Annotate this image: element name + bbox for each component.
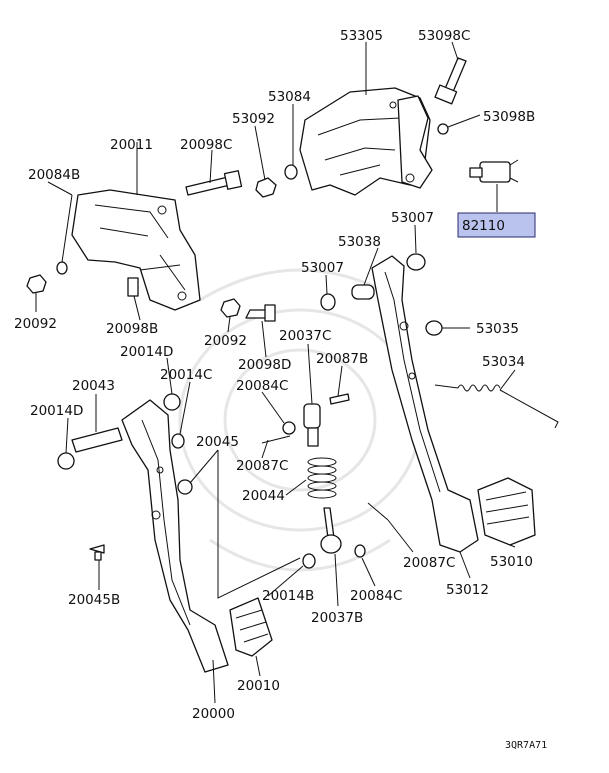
bushing-53007-top (406, 253, 426, 271)
label-20092-mid[interactable]: 20092 (204, 333, 247, 349)
label-20045[interactable]: 20045 (196, 434, 239, 450)
label-53305[interactable]: 53305 (340, 28, 383, 44)
bushing-20014B (302, 553, 316, 569)
label-53010[interactable]: 53010 (490, 554, 533, 570)
bolt-20098D (245, 304, 276, 322)
label-20037B[interactable]: 20037B (311, 610, 363, 626)
bolt-20098C (185, 170, 243, 196)
label-20084C-top[interactable]: 20084C (236, 378, 288, 394)
bushing-20014D-top (163, 393, 181, 411)
nut-53092 (255, 177, 277, 198)
label-53098C[interactable]: 53098C (418, 28, 470, 44)
bracket-53305 (299, 87, 433, 196)
bushing-53007-mid (320, 293, 336, 311)
spring-20044 (307, 457, 337, 499)
label-20011[interactable]: 20011 (110, 137, 153, 153)
label-20098D[interactable]: 20098D (238, 357, 291, 373)
label-53034[interactable]: 53034 (482, 354, 525, 370)
label-20084C-bot[interactable]: 20084C (350, 588, 402, 604)
washer-20084C-top (282, 421, 296, 435)
highlight-box (457, 212, 536, 238)
label-20098B[interactable]: 20098B (106, 321, 158, 337)
pedal-arm-53012 (371, 255, 479, 553)
pushrod-20037C (303, 403, 321, 447)
shaft-53038 (351, 284, 375, 300)
part-labels: 53305 53098C 53084 53092 53098B 20011 20… (14, 28, 547, 751)
label-53084[interactable]: 53084 (268, 89, 311, 105)
bracket-20011 (71, 189, 201, 311)
label-20092-left[interactable]: 20092 (14, 316, 57, 332)
switch-82110 (469, 159, 519, 183)
label-20044[interactable]: 20044 (242, 488, 285, 504)
bushing-20014D-left (57, 452, 75, 470)
label-82110[interactable]: 82110 (462, 218, 505, 234)
washer-20084C-bot (354, 544, 366, 558)
rod-20045 (177, 479, 193, 495)
nut-20092-left (26, 274, 47, 294)
label-20010[interactable]: 20010 (237, 678, 280, 694)
label-53092[interactable]: 53092 (232, 111, 275, 127)
label-53038[interactable]: 53038 (338, 234, 381, 250)
label-20014D-top[interactable]: 20014D (120, 344, 173, 360)
stopper-53035 (425, 320, 443, 336)
pin-20087C-right (367, 502, 389, 521)
label-20014B[interactable]: 20014B (262, 588, 314, 604)
label-20037C[interactable]: 20037C (279, 328, 331, 344)
pushrod-20037B (320, 507, 342, 554)
label-53007-mid[interactable]: 53007 (301, 260, 344, 276)
pin-20087C-mid (261, 435, 291, 444)
label-20087C-right[interactable]: 20087C (403, 555, 455, 571)
pedal-arm-20000 (121, 399, 229, 673)
label-20014C[interactable]: 20014C (160, 367, 212, 383)
pedal-pad-20010 (229, 597, 273, 657)
nut-20092-mid (220, 298, 241, 318)
bolt-53098C (434, 57, 467, 105)
label-20084B[interactable]: 20084B (28, 167, 80, 183)
pedal-pad-53010 (477, 477, 536, 546)
bolt-20045B (89, 544, 105, 561)
shaft-20043 (71, 427, 123, 453)
label-53035[interactable]: 53035 (476, 321, 519, 337)
bushing-20014C (171, 433, 185, 449)
washer-20084B (56, 261, 68, 275)
drawing-code: 3QR7A71 (505, 740, 547, 751)
label-53012[interactable]: 53012 (446, 582, 489, 598)
label-20014D-left[interactable]: 20014D (30, 403, 83, 419)
label-53007-top[interactable]: 53007 (391, 210, 434, 226)
bolt-20098B (127, 277, 139, 297)
leader-lines (35, 41, 516, 704)
label-20087C-mid[interactable]: 20087C (236, 458, 288, 474)
label-20043[interactable]: 20043 (72, 378, 115, 394)
label-20045B[interactable]: 20045B (68, 592, 120, 608)
label-20098C[interactable]: 20098C (180, 137, 232, 153)
label-20087B[interactable]: 20087B (316, 351, 368, 367)
pin-20087B (329, 393, 350, 405)
washer-53084 (284, 164, 298, 180)
label-20000[interactable]: 20000 (192, 706, 235, 722)
spring-53034 (434, 384, 559, 429)
label-53098B[interactable]: 53098B (483, 109, 535, 125)
bolt-53098B (437, 123, 449, 135)
